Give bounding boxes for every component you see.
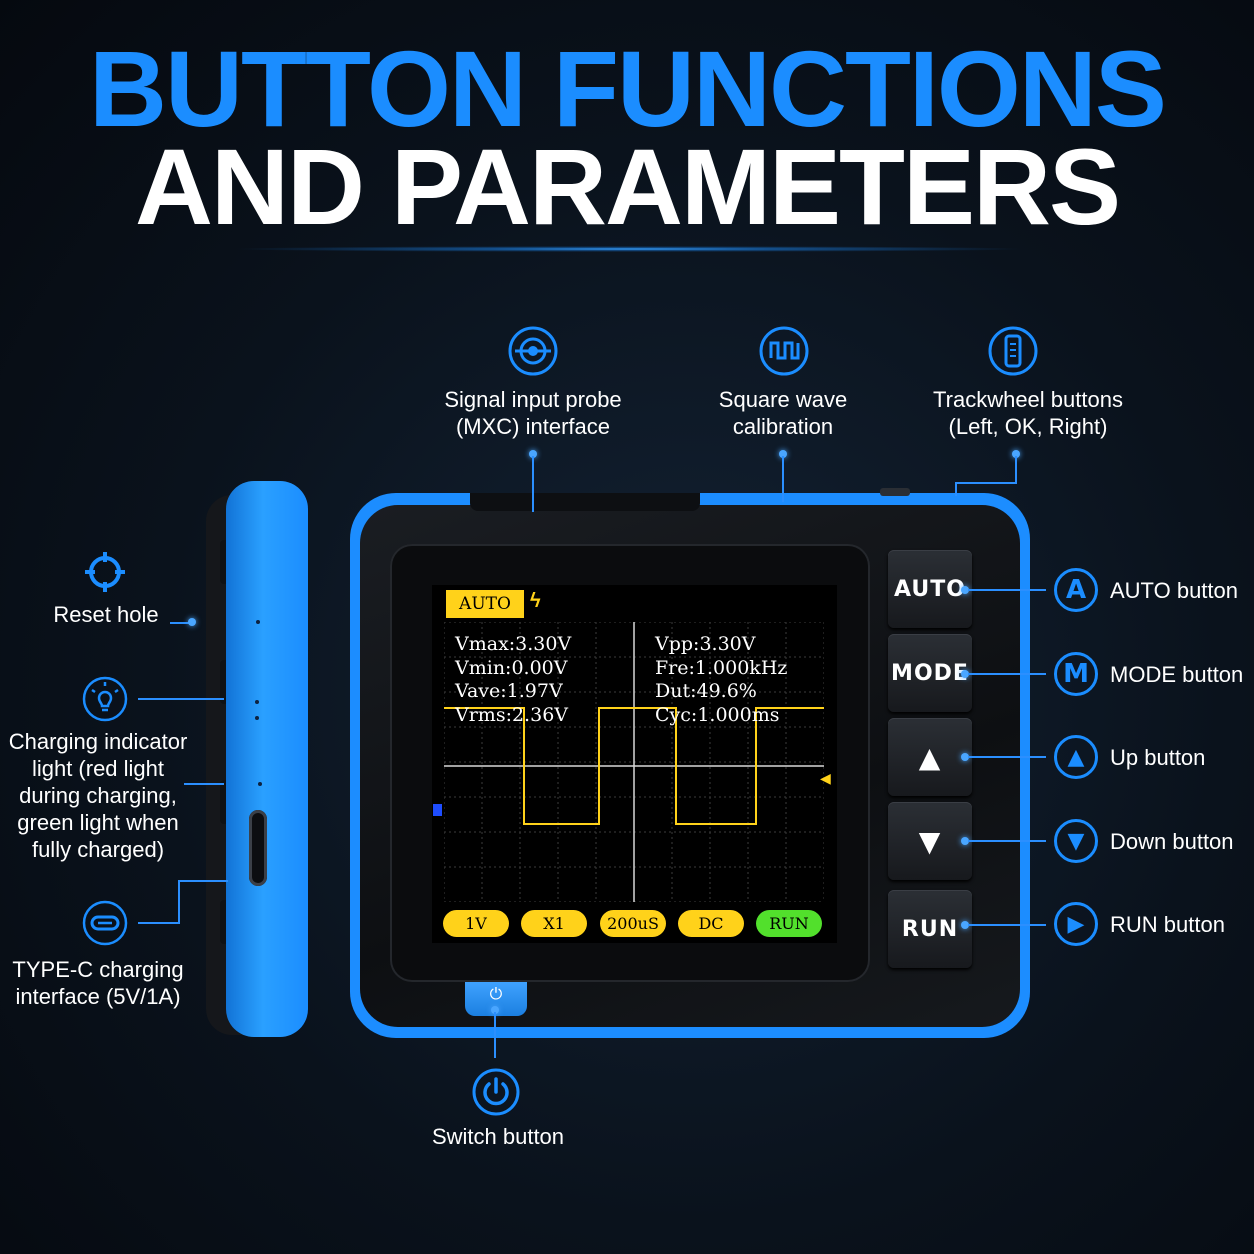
mode-leader	[968, 673, 1046, 675]
down-arrow-icon: ▼	[1054, 819, 1098, 863]
trackwheel-label: Trackwheel buttons (Left, OK, Right)	[933, 387, 1123, 439]
typec-leader	[138, 922, 180, 924]
usb-c-port[interactable]	[249, 810, 267, 886]
channel-marker	[433, 804, 442, 816]
waveform-grid	[444, 622, 824, 902]
mode-button[interactable]: MODE	[888, 634, 972, 712]
reset-leader	[170, 622, 192, 624]
down-button-label: Down button	[1110, 829, 1234, 854]
reset-hole[interactable]	[256, 620, 260, 624]
up-leader-dot	[961, 753, 969, 761]
trackwheel-icon	[988, 326, 1038, 376]
reset-crosshair-icon	[85, 552, 125, 592]
coupling-pill: DC	[678, 910, 744, 937]
usb-c-icon	[82, 900, 128, 946]
run-button-label: RUN button	[1110, 912, 1225, 937]
square-waveform	[444, 707, 824, 825]
square-leader	[782, 456, 784, 502]
auto-letter-icon: A	[1054, 568, 1098, 612]
charging-indicator-light	[255, 716, 259, 720]
side-dot	[258, 782, 262, 786]
indicator-leader	[184, 783, 224, 785]
mode-button-label: MODE button	[1110, 662, 1244, 687]
auto-button[interactable]: AUTO	[888, 550, 972, 628]
square-leader-dot	[779, 450, 787, 458]
trackwheel-leader-dot	[1012, 450, 1020, 458]
up-leader	[968, 756, 1046, 758]
measurements-left: Vmax:3.30V Vmin:0.00V Vave:1.97V Vrms:2.…	[455, 633, 572, 726]
switch-leader-dot	[491, 1006, 499, 1014]
volts-div-pill: 1V	[443, 910, 509, 937]
trackwheel[interactable]	[880, 488, 910, 496]
charging-leader	[138, 698, 224, 700]
run-state-pill: RUN	[756, 910, 822, 937]
typec-label: TYPE-C charging interface (5V/1A)	[12, 957, 184, 1009]
probe-interface-icon	[508, 326, 558, 376]
light-bulb-icon	[82, 676, 128, 722]
probe-label: Signal input probe (MXC) interface	[444, 387, 622, 439]
switch-button-label: Switch button	[431, 1124, 565, 1149]
title-line-2: AND PARAMETERS	[134, 126, 1121, 247]
measurements-right: Vpp:3.30V Fre:1.000kHz Dut:49.6% Cyc:1.0…	[655, 633, 788, 726]
auto-leader	[968, 589, 1046, 591]
power-icon	[472, 1068, 520, 1116]
play-icon: ▶	[1054, 902, 1098, 946]
probe-factor-pill: X1	[521, 910, 587, 937]
charging-indicator-light	[255, 700, 259, 704]
square-wave-label: Square wave calibration	[718, 387, 848, 439]
trackwheel-leader	[955, 482, 1017, 484]
run-leader-dot	[961, 921, 969, 929]
switch-leader	[494, 1012, 496, 1058]
reset-leader-dot	[188, 618, 196, 626]
typec-leader	[178, 880, 228, 882]
square-wave-icon	[759, 326, 809, 376]
trackwheel-leader	[1015, 456, 1017, 484]
auto-button-label: AUTO button	[1110, 578, 1238, 603]
trigger-level-marker: ◀	[820, 770, 831, 786]
probe-leader	[532, 456, 534, 512]
auto-mode-tag: AUTO	[446, 590, 524, 618]
probe-leader-dot	[529, 450, 537, 458]
auto-leader-dot	[961, 586, 969, 594]
title-divider	[230, 246, 1030, 252]
down-leader	[968, 840, 1046, 842]
trackwheel-leader	[955, 482, 957, 496]
side-view-shell	[226, 481, 308, 1037]
up-arrow-icon: ▲	[1054, 735, 1098, 779]
run-leader	[968, 924, 1046, 926]
down-leader-dot	[961, 837, 969, 845]
run-button[interactable]: RUN	[888, 890, 972, 968]
typec-leader	[178, 880, 180, 924]
charging-indicator-label: Charging indicator light (red light duri…	[8, 729, 188, 862]
mode-leader-dot	[961, 670, 969, 678]
down-button[interactable]: ▼	[888, 802, 972, 880]
top-port-strip	[470, 493, 700, 511]
mode-letter-icon: M	[1054, 652, 1098, 696]
up-button[interactable]: ▲	[888, 718, 972, 796]
up-button-label: Up button	[1110, 745, 1206, 770]
title-line-1: BUTTON FUNCTIONS	[89, 28, 1167, 149]
reset-hole-label: Reset hole	[53, 602, 159, 627]
time-div-pill: 200uS	[600, 910, 666, 937]
trigger-icon: ϟ	[530, 590, 541, 612]
